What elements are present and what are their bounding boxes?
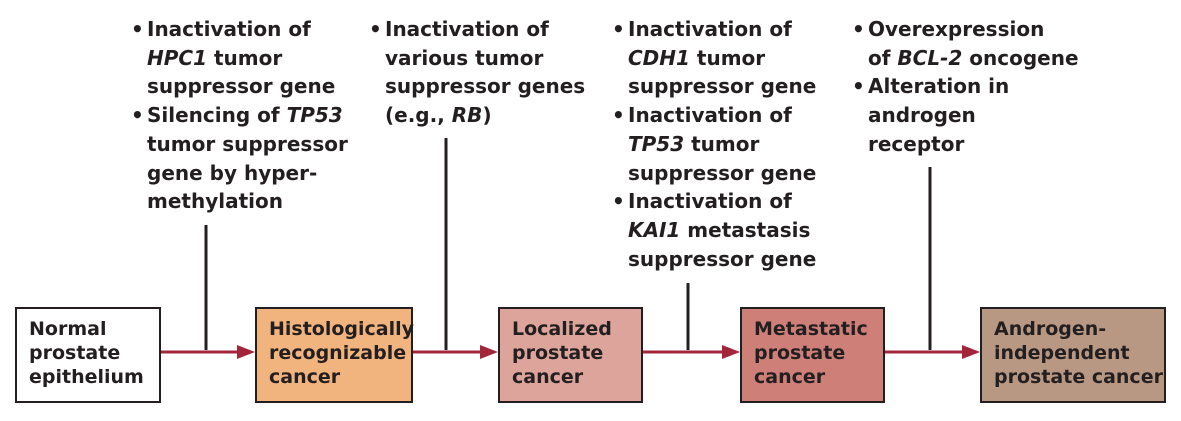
stage-label-line: Metastatic [754, 318, 868, 340]
annotation-line: Inactivation of [628, 101, 816, 130]
annotation-line: various tumor [385, 44, 585, 73]
annotation-text: Inactivation of [385, 17, 549, 41]
annotation-line: suppressor gene [628, 245, 816, 274]
stage-label-line: cancer [269, 366, 341, 388]
annotation-bullet: Alteration in androgen receptor [852, 72, 1079, 158]
arrowhead-4 [962, 345, 980, 359]
annotation-line: Inactivation of [147, 15, 348, 44]
annotation-line: CDH1 tumor [628, 44, 816, 73]
stage-label-line: Normal [29, 318, 107, 340]
annotation-line: (e.g., RB) [385, 101, 585, 130]
annotation-line: Silencing of TP53 [147, 101, 348, 130]
annotation-text: suppressor genes [385, 74, 586, 99]
annotation-text: Overexpression [868, 17, 1045, 41]
annotation-text: Inactivation of [628, 189, 792, 214]
stage-label-line: prostate [754, 342, 846, 364]
annotation-line: Inactivation of [385, 15, 585, 44]
annotation-text: Silencing of [147, 103, 287, 128]
arrowhead-3 [722, 345, 740, 359]
annotation-text: suppressor gene [147, 74, 336, 99]
annotation-text: tumor [207, 45, 283, 70]
arrowhead-1 [237, 345, 255, 359]
gene-name: RB [451, 103, 483, 128]
gene-name: CDH1 [628, 45, 690, 70]
annotation-text: Alteration in [868, 74, 1010, 99]
annotation-text: Inactivation of [147, 17, 311, 41]
stage-label-line: independent [994, 342, 1130, 364]
annotation-text: receptor [868, 131, 965, 156]
annotation-text: gene by hyper- [147, 160, 318, 185]
stage-label-line: cancer [512, 366, 584, 388]
annotation-text: oncogene [962, 45, 1079, 70]
annotation-line: methylation [147, 187, 348, 216]
stage-label-line: Androgen- [994, 318, 1107, 340]
annotation-text: methylation [147, 189, 283, 214]
annotation-line: suppressor gene [147, 72, 348, 101]
annotation-line: KAI1 metastasis [628, 216, 816, 245]
stage-label-line: prostate [29, 342, 121, 364]
annotation-line: receptor [868, 130, 1079, 159]
stage-label-line: prostate [512, 342, 604, 364]
annotation-text: suppressor gene [628, 160, 817, 185]
gene-name: TP53 [286, 103, 343, 128]
annotation-text: suppressor gene [628, 246, 817, 271]
annotation-text: Inactivation of [628, 17, 792, 41]
annotation-text: tumor [689, 45, 766, 70]
stage-label-line: cancer [754, 366, 826, 388]
annotation-text: Inactivation of [628, 103, 792, 128]
annotation-line: suppressor gene [628, 159, 816, 188]
annotation-line: suppressor genes [385, 72, 585, 101]
arrowhead-2 [480, 345, 498, 359]
stage-label-line: recognizable [269, 342, 407, 364]
annotation-line: Alteration in [868, 72, 1079, 101]
annotation-line: Inactivation of [628, 15, 816, 44]
gene-name: KAI1 [628, 217, 681, 242]
stage-label-line: epithelium [29, 366, 144, 388]
annotation-text: suppressor gene [628, 74, 817, 99]
annotation-line: androgen [868, 101, 1079, 130]
annotation-text: (e.g., [385, 103, 452, 128]
annotation-text: ) [482, 103, 492, 128]
annotation-text: various tumor [385, 45, 544, 70]
annotation-line: TP53 tumor [628, 130, 816, 159]
annotation-line: Overexpression [868, 15, 1079, 44]
annotation-bullet: Overexpression of BCL-2 oncogene [852, 15, 1079, 72]
stage-label-line: prostate cancer [994, 366, 1163, 388]
gene-name: BCL-2 [897, 45, 963, 70]
stage-box-androgen-independent: Androgen- independent prostate cancer [980, 307, 1166, 403]
annotation-line: gene by hyper- [147, 159, 348, 188]
annotation-stage-2: Inactivation of various tumor suppressor g… [369, 15, 585, 130]
annotation-line: of BCL-2 oncogene [868, 44, 1079, 73]
annotation-bullet: Inactivation of various tumor suppressor g… [369, 15, 585, 130]
gene-name: HPC1 [147, 45, 207, 70]
annotation-text: tumor suppressor [147, 131, 348, 156]
annotation-line: HPC1 tumor [147, 44, 348, 73]
annotation-line: Inactivation of [628, 187, 816, 216]
annotation-text: androgen [868, 103, 976, 128]
annotation-line: tumor suppressor [147, 130, 348, 159]
stage-box-localized-cancer: Localized prostate cancer [498, 307, 643, 403]
annotation-text: metastasis [680, 217, 811, 242]
stage-label-line: Histologically [269, 318, 415, 340]
annotation-line: suppressor gene [628, 72, 816, 101]
stage-box-histologic-cancer: Histologically recognizable cancer [255, 307, 415, 403]
annotation-text: of [868, 45, 898, 70]
stage-box-normal-epithelium: Normal prostate epithelium [15, 307, 161, 403]
stage-box-metastatic-cancer: Metastatic prostate cancer [740, 307, 885, 403]
annotation-text: tumor [684, 131, 760, 156]
stage-label-line: Localized [512, 318, 612, 340]
gene-name: TP53 [628, 131, 685, 156]
